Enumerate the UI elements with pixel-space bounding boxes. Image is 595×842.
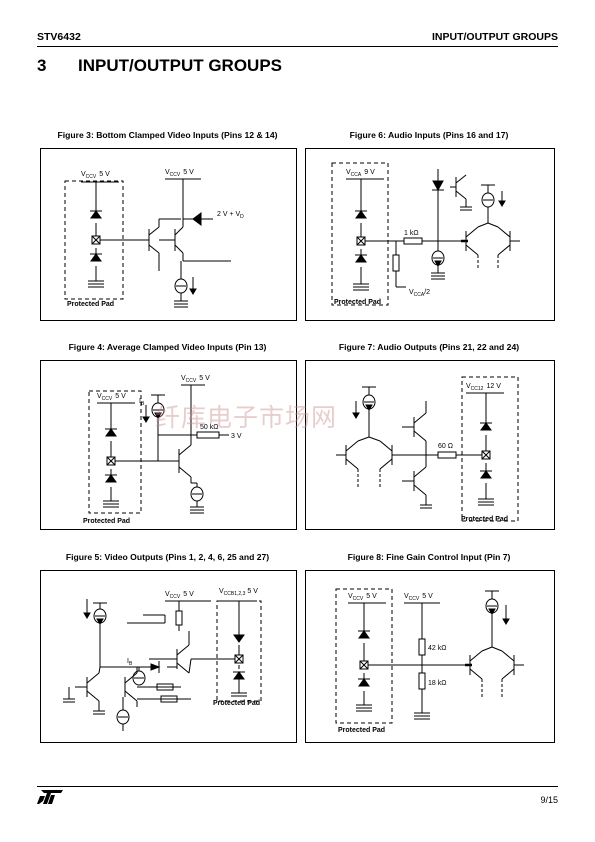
protected-pad-box (331, 162, 389, 306)
figure-6-vcca-half: VCCA/2 (409, 289, 430, 298)
protected-pad-box (461, 376, 519, 522)
protected-pad-box (335, 588, 393, 724)
header-part-number: STV6432 (37, 31, 81, 43)
figure-5-ib-label: IB (127, 658, 133, 667)
header-rule (37, 46, 558, 47)
figure-6-protected-pad-label: Protected Pad (334, 299, 381, 306)
st-logo-icon (37, 790, 63, 804)
figure-3-clamp-voltage: 2 V + VD (217, 211, 244, 220)
figure-4-three-volt: 3 V (231, 433, 242, 440)
footer-rule (37, 786, 558, 787)
figure-4-caption: Figure 4: Average Clamped Video Inputs (… (68, 342, 267, 352)
section-title: INPUT/OUTPUT GROUPS (78, 56, 283, 75)
protected-pad-box (88, 390, 142, 514)
watermark: 纤库电子市场网 (155, 403, 338, 432)
protected-pad-box (64, 180, 124, 300)
figure-5-caption: Figure 5: Video Outputs (Pins 1, 2, 4, 6… (65, 552, 270, 562)
figure-3-protected-pad-label: Protected Pad (67, 301, 114, 308)
page-number: 9/15 (540, 795, 558, 805)
figure-6-resistor-label: 1 kΩ (404, 230, 419, 237)
figure-8-r42k-label: 42 kΩ (428, 645, 446, 652)
figure-7-resistor-label: 60 Ω (438, 443, 453, 450)
figure-3-caption: Figure 3: Bottom Clamped Video Inputs (P… (57, 130, 278, 140)
figure-5-protected-pad-label: Protected Pad (213, 700, 260, 707)
figure-7-caption: Figure 7: Audio Outputs (Pins 21, 22 and… (338, 342, 520, 352)
figure-8-r18k-label: 18 kΩ (428, 680, 446, 687)
figure-8-caption: Figure 8: Fine Gain Control Input (Pin 7… (347, 552, 511, 562)
header-section-name: INPUT/OUTPUT GROUPS (431, 31, 558, 43)
figure-4-ib-label: IB (139, 398, 145, 407)
section-number: 3 (37, 56, 47, 75)
figure-7-protected-pad-label: Protected Pad (461, 516, 508, 523)
figure-6-caption: Figure 6: Audio Inputs (Pins 16 and 17) (349, 130, 509, 140)
figure-4-resistor-label: 50 kΩ (200, 424, 218, 431)
figure-8-protected-pad-label: Protected Pad (338, 727, 385, 734)
figure-4-protected-pad-label: Protected Pad (83, 518, 130, 525)
